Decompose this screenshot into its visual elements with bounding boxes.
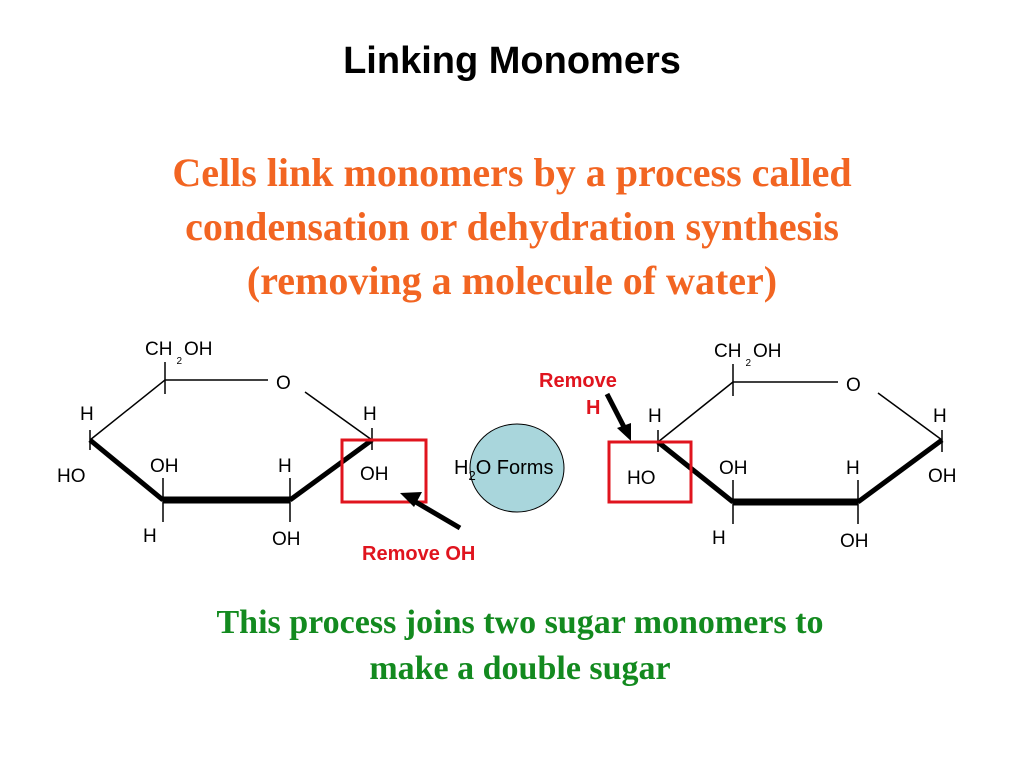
right-c2-h: H xyxy=(846,458,860,479)
left-c4-ho: HO xyxy=(57,466,86,487)
subtitle-line-1: Cells link monomers by a process called xyxy=(172,150,852,195)
right-bond-c4-c3 xyxy=(656,440,735,504)
right-c1-oh: OH xyxy=(928,466,957,487)
right-ring-oxygen: O xyxy=(846,375,861,396)
right-c4-ho: HO xyxy=(627,468,656,489)
remove-h-label-line1: Remove xyxy=(539,370,617,392)
left-ch2oh-label: CH2OH xyxy=(145,339,213,367)
water-forms-bubble: H2O Forms xyxy=(454,423,565,513)
left-c1-h: H xyxy=(363,404,377,425)
left-bond-c5-c4 xyxy=(89,379,166,441)
left-glucose-molecule: CH2OH O H H HO OH H OH H OH xyxy=(57,339,428,550)
remove-oh-annotation: Remove OH xyxy=(362,492,475,565)
right-c2-oh: OH xyxy=(840,531,869,552)
right-c3-oh: OH xyxy=(719,458,748,479)
subtitle-line-2: condensation or dehydration synthesis xyxy=(185,204,839,249)
right-ch2oh-label: CH2OH xyxy=(714,341,782,369)
left-bond-c2-c1 xyxy=(288,437,374,503)
slide-title: Linking Monomers xyxy=(343,40,681,82)
caption-line-1: This process joins two sugar monomers to xyxy=(216,604,824,641)
remove-h-arrow-shaft xyxy=(604,392,627,429)
right-ho-highlight-box xyxy=(607,440,693,504)
right-c1-h: H xyxy=(933,406,947,427)
remove-h-label-line2: H xyxy=(586,397,600,419)
left-bond-c4-c3 xyxy=(88,438,165,502)
caption-line-2: make a double sugar xyxy=(369,650,671,687)
right-bond-o-c1 xyxy=(877,392,943,441)
right-glucose-molecule: CH2OH O H H HO OH H OH H OH xyxy=(607,341,957,552)
left-ring-oxygen: O xyxy=(276,373,291,394)
right-bond-c2-c1 xyxy=(856,437,944,505)
water-forms-label: H2O Forms xyxy=(454,457,553,483)
subtitle-text: Cells link monomers by a process called … xyxy=(80,146,944,308)
left-c3-oh: OH xyxy=(150,456,179,477)
subtitle-line-3: (removing a molecule of water) xyxy=(246,258,778,303)
right-c4-h: H xyxy=(648,406,662,427)
left-c3-h: H xyxy=(143,526,157,547)
left-oh-highlight-box xyxy=(340,438,428,504)
remove-h-annotation: Remove H xyxy=(539,370,631,441)
left-bond-o-c1 xyxy=(304,391,373,441)
right-bond-c5-c4 xyxy=(657,381,734,443)
left-c2-oh: OH xyxy=(272,529,301,550)
remove-oh-label: Remove OH xyxy=(362,543,475,565)
remove-h-arrowhead xyxy=(617,423,631,441)
right-c3-h: H xyxy=(712,528,726,549)
caption-text: This process joins two sugar monomers to… xyxy=(120,600,920,692)
remove-oh-arrowhead xyxy=(400,492,422,507)
left-c2-h: H xyxy=(278,456,292,477)
left-c4-h: H xyxy=(80,404,94,425)
left-c1-oh: OH xyxy=(360,464,389,485)
remove-oh-arrow-shaft xyxy=(412,498,462,531)
water-circle xyxy=(469,423,565,513)
